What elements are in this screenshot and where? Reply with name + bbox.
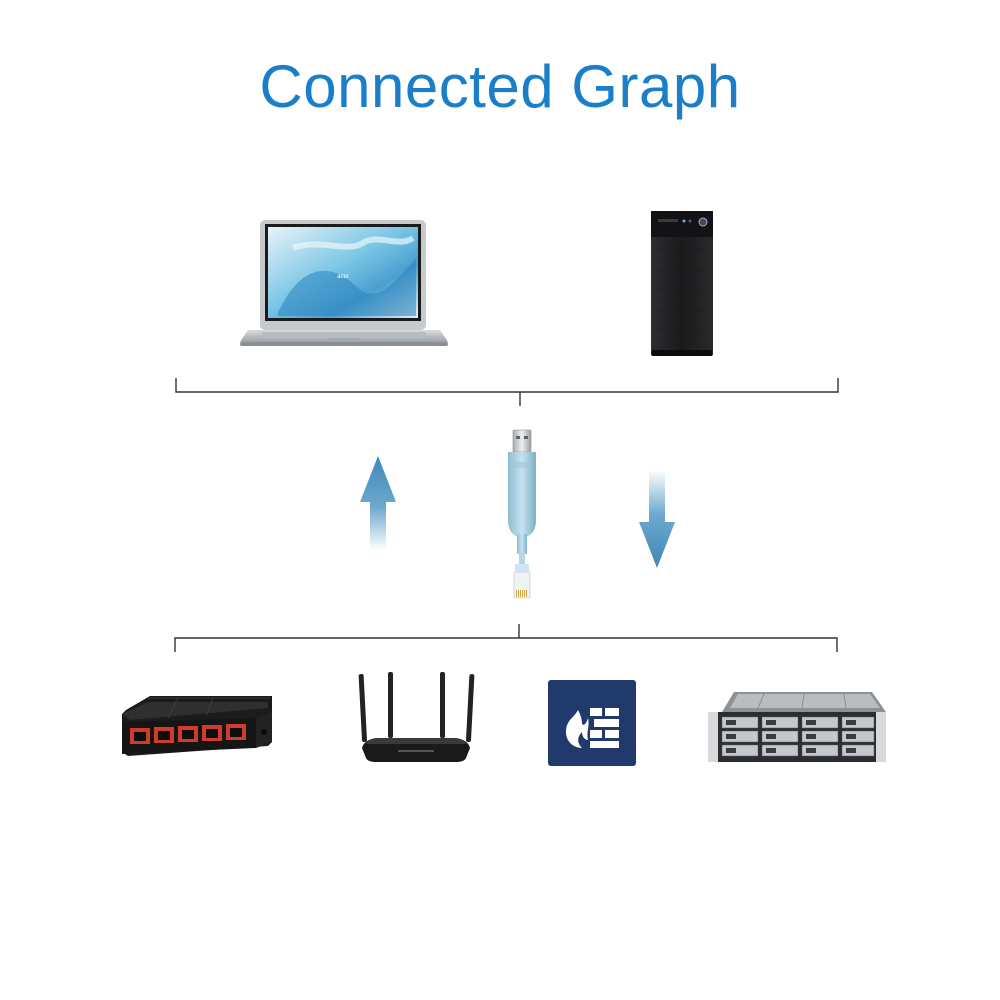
network-switch-icon [118, 692, 276, 760]
laptop-icon: acer [238, 218, 450, 358]
diagram-title: Connected Graph [259, 53, 741, 120]
usb-to-rj45-console-cable-icon [500, 428, 544, 604]
bottom-connector-bracket [174, 624, 838, 652]
top-connector-bracket [175, 378, 839, 406]
wifi-router-icon [356, 670, 476, 770]
download-arrow-icon [639, 470, 675, 568]
desktop-tower-icon [650, 210, 714, 358]
rack-server-icon [704, 690, 888, 766]
laptop-brand-text: acer [337, 274, 349, 280]
firewall-icon [548, 680, 636, 766]
upload-arrow-icon [360, 456, 396, 550]
